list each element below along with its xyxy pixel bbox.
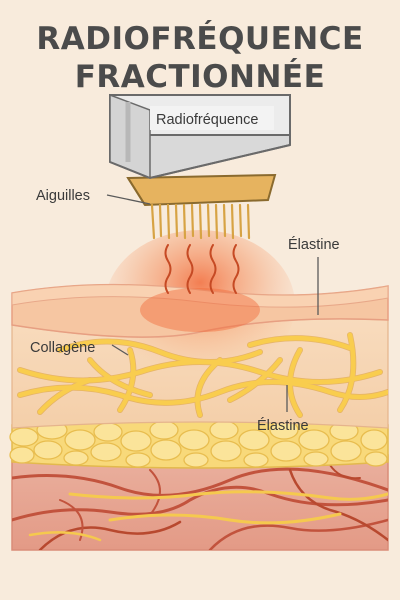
collagen-label: Collagène: [30, 340, 95, 356]
device-label-bg: [150, 106, 274, 130]
needles-leader-line: [106, 194, 151, 205]
title-line-2: FRACTIONNÉE: [74, 59, 326, 95]
needles-label: Aiguilles: [36, 188, 90, 204]
fat-layer: [9, 417, 389, 469]
device-label: Radiofréquence: [156, 112, 258, 128]
title-line-1: RADIOFRÉQUENCE: [36, 21, 364, 57]
elastin-mid-label: Élastine: [257, 417, 309, 434]
rf-handpiece: [109, 93, 291, 207]
microneedles: [150, 203, 251, 240]
collagen-leader-line: [111, 344, 129, 356]
blood-vessels: [12, 464, 388, 550]
collagen-fibers: [17, 332, 388, 418]
deep-tissue-layer: [11, 454, 389, 551]
epidermis-layer: [11, 283, 389, 338]
elastin-top-label: Élastine: [288, 236, 340, 253]
rf-energy-waves: [164, 244, 240, 294]
